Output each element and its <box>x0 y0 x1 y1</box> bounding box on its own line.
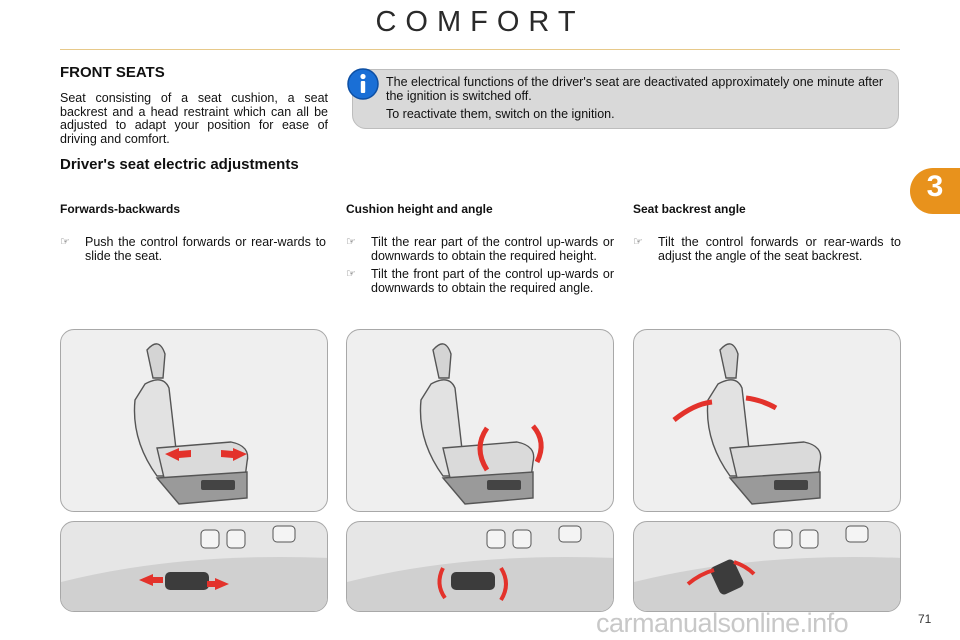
bullet-item: ☞ Push the control forwards or rear-ward… <box>60 235 326 263</box>
info-text: The electrical functions of the driver's… <box>386 75 894 127</box>
arrow-icon <box>437 566 508 602</box>
front-seats-heading: FRONT SEATS <box>60 64 165 81</box>
section-heading-backrest: Seat backrest angle <box>633 202 746 216</box>
bullet-text: Tilt the control forwards or rear-wards … <box>658 235 901 263</box>
section-heading-forwards-backwards: Forwards-backwards <box>60 202 181 216</box>
seat-icon <box>706 343 822 505</box>
bullet-list: ☞ Tilt the control forwards or rear-ward… <box>633 235 901 268</box>
pointing-hand-icon: ☞ <box>346 236 356 248</box>
bullet-item: ☞ Tilt the control forwards or rear-ward… <box>633 235 901 263</box>
arrow-icon <box>686 560 756 586</box>
bullet-text: Tilt the rear part of the control up-war… <box>371 235 614 263</box>
bullet-item: ☞ Tilt the rear part of the control up-w… <box>346 235 614 263</box>
driver-seat-heading: Driver's seat electric adjustments <box>60 156 299 173</box>
info-box <box>352 69 899 129</box>
watermark: carmanualsonline.info <box>596 608 849 638</box>
arrow-icon <box>672 395 778 422</box>
page-number: 71 <box>918 612 932 626</box>
seat-illustration-backrest <box>633 329 901 512</box>
chapter-tab[interactable] <box>910 168 960 214</box>
seat-icon <box>419 343 535 505</box>
control-closeup-forwards-backwards <box>60 521 328 612</box>
seat-illustration-cushion <box>346 329 614 512</box>
pointing-hand-icon: ☞ <box>60 236 70 248</box>
pointing-hand-icon: ☞ <box>633 236 643 248</box>
seat-icon <box>133 343 249 505</box>
bullet-text: Push the control forwards or rear-wards … <box>85 235 326 263</box>
info-paragraph: The electrical functions of the driver's… <box>386 75 884 103</box>
info-icon <box>346 67 380 101</box>
bullet-list: ☞ Push the control forwards or rear-ward… <box>60 235 326 268</box>
chapter-number: 3 <box>926 170 944 203</box>
pointing-hand-icon: ☞ <box>346 268 356 280</box>
info-paragraph: To reactivate them, switch on the igniti… <box>386 107 615 121</box>
bullet-text: Tilt the front part of the control up-wa… <box>371 267 614 295</box>
arrow-icon <box>477 424 544 472</box>
control-closeup-backrest <box>633 521 901 612</box>
arrow-icon <box>165 448 247 461</box>
bullet-list: ☞ Tilt the rear part of the control up-w… <box>346 235 614 300</box>
section-heading-cushion: Cushion height and angle <box>346 202 493 216</box>
page-title: COMFORT <box>375 6 585 38</box>
bullet-item: ☞ Tilt the front part of the control up-… <box>346 267 614 295</box>
front-seats-intro: Seat consisting of a seat cushion, a sea… <box>60 91 328 146</box>
arrow-icon <box>139 574 229 590</box>
seat-illustration-forwards-backwards <box>60 329 328 512</box>
title-divider <box>60 49 900 50</box>
control-closeup-cushion <box>346 521 614 612</box>
